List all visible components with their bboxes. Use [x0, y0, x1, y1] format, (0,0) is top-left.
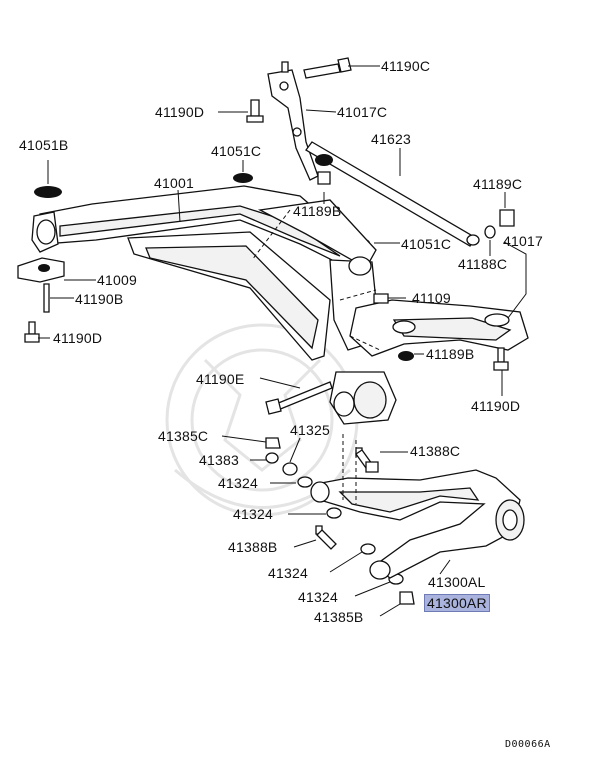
label-41190d-right: 41190D	[471, 398, 521, 414]
washer-41383	[265, 452, 279, 464]
washer-41324-a	[297, 476, 313, 488]
label-41189b-right: 41189B	[426, 346, 475, 362]
washer-41188c	[484, 225, 496, 239]
nut-41385b	[399, 591, 415, 605]
bolt-41190d-left	[24, 321, 40, 343]
leader-lines	[38, 65, 527, 617]
label-41324-d: 41324	[298, 589, 338, 605]
label-41383: 41383	[199, 452, 239, 468]
trailing-arm-41017	[349, 299, 529, 357]
label-41017c: 41017C	[337, 104, 388, 120]
label-41051b: 41051B	[19, 137, 69, 153]
label-41324-c: 41324	[268, 565, 308, 581]
bolt-41388c	[355, 447, 379, 473]
cam-41325	[282, 462, 298, 476]
label-41109: 41109	[412, 290, 451, 306]
bushing-41189c	[499, 209, 515, 227]
washer-41324-b	[326, 507, 342, 519]
label-41189c: 41189C	[473, 176, 523, 192]
bushing-41189b-top	[315, 154, 333, 185]
bolt-41190c	[303, 57, 352, 79]
crossmember-41001	[31, 185, 397, 425]
label-41190d-left: 41190D	[53, 330, 103, 346]
label-41388c: 41388C	[410, 443, 461, 459]
label-41324-b: 41324	[233, 506, 273, 522]
bushing-41189b-right	[398, 351, 414, 361]
diagram-code: D00066A	[505, 739, 551, 750]
label-41623: 41623	[371, 131, 411, 147]
nut-41385c	[265, 437, 281, 449]
label-41385b: 41385B	[314, 609, 364, 625]
label-41188c: 41188C	[458, 256, 508, 272]
bolt-41388b	[315, 525, 337, 550]
label-41388b: 41388B	[228, 539, 278, 555]
label-41051c-top: 41051C	[211, 143, 262, 159]
bushing-41051b	[34, 186, 62, 198]
bolt-41109	[373, 293, 389, 304]
bushing-41051c-top	[233, 173, 253, 183]
washer-41324-c	[360, 543, 376, 555]
label-41190c: 41190C	[381, 58, 431, 74]
lower-arm-41300	[310, 469, 525, 580]
label-41190e: 41190E	[196, 371, 245, 387]
label-41324-a: 41324	[218, 475, 258, 491]
label-41190b: 41190B	[75, 291, 124, 307]
bolt-41190d-right	[493, 347, 509, 371]
lateral-rod-41623	[305, 141, 480, 247]
label-41189b-top: 41189B	[293, 203, 342, 219]
bolt-41190e	[265, 381, 333, 415]
bolt-41190d-top	[246, 99, 264, 123]
label-41325: 41325	[290, 422, 330, 438]
label-41300ar-highlighted: 41300AR	[424, 594, 490, 612]
label-41009: 41009	[97, 272, 137, 288]
label-41300al: 41300AL	[428, 574, 486, 590]
label-41190d-top: 41190D	[155, 104, 205, 120]
bolt-41190b	[43, 283, 50, 313]
label-41385c: 41385C	[158, 428, 209, 444]
label-41017: 41017	[503, 233, 543, 249]
label-41051c-mid: 41051C	[401, 236, 452, 252]
label-41001: 41001	[154, 175, 194, 191]
upper-bracket-41017c	[267, 61, 319, 181]
bracket-41009	[17, 257, 65, 283]
